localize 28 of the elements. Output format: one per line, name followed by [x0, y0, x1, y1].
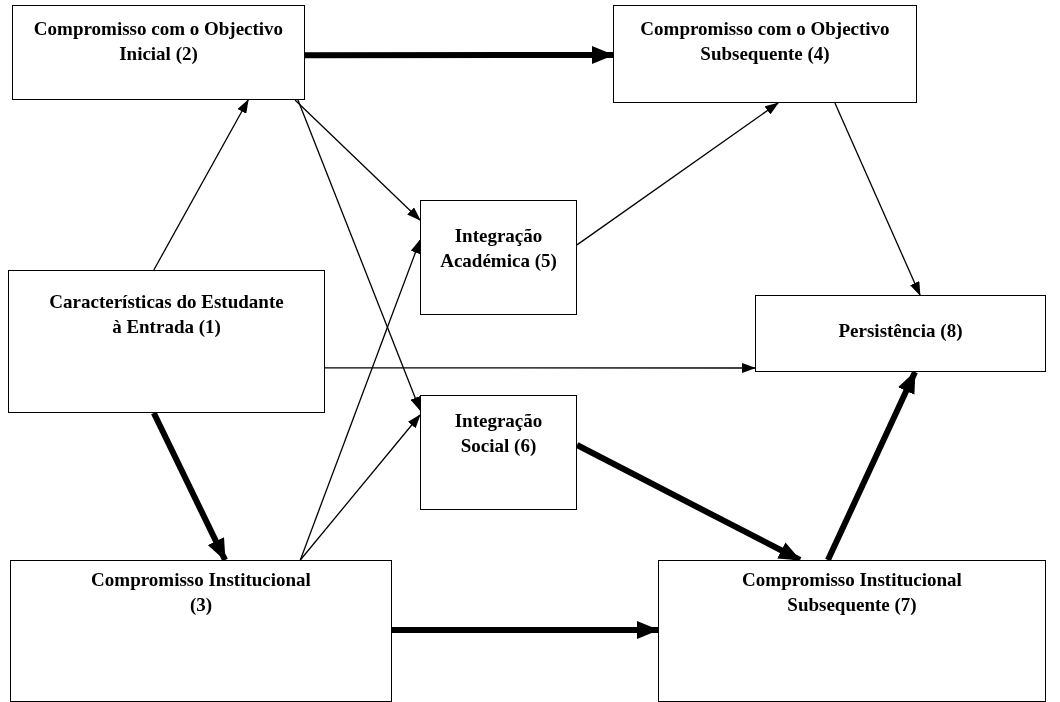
- arrow: [153, 99, 249, 271]
- process-box: [420, 395, 577, 510]
- arrow: [324, 363, 756, 373]
- arrow: [305, 46, 614, 64]
- arrow: [392, 621, 659, 639]
- arrow: [834, 102, 921, 296]
- box-label: Integração Académica (5): [439, 224, 558, 273]
- process-box: [755, 295, 1046, 372]
- box-label: Compromisso com o Objectivo Subsequente (4): [639, 17, 891, 66]
- process-box: [420, 200, 577, 315]
- process-box: [10, 560, 392, 702]
- box-label: Integração Social (6): [453, 409, 544, 458]
- arrow: [576, 102, 779, 246]
- box-label: Compromisso Institucional (3): [90, 568, 312, 617]
- box-label: Compromisso Institucional Subsequente (7): [741, 568, 963, 617]
- arrow: [294, 99, 421, 221]
- box-label: Compromisso com o Objectivo Inicial (2): [32, 17, 285, 66]
- box-label: Características do Estudante à Entrada (1): [49, 290, 284, 339]
- arrow: [299, 239, 421, 561]
- process-box: [613, 5, 917, 103]
- arrow: [825, 370, 918, 562]
- process-box: [8, 270, 325, 413]
- process-box: [12, 5, 305, 100]
- arrow: [151, 411, 228, 562]
- box-label: Persistência (8): [837, 319, 964, 343]
- process-box: [658, 560, 1046, 702]
- arrow: [297, 99, 421, 411]
- arrow: [299, 414, 421, 561]
